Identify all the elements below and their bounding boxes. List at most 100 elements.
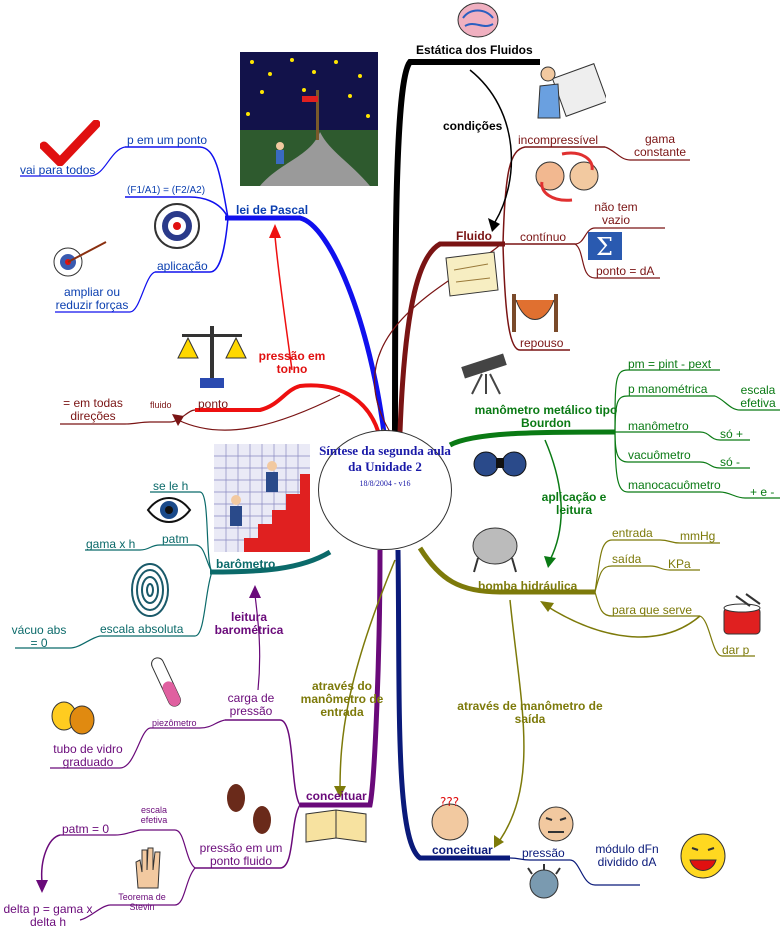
mmhg-label: mmHg <box>680 529 716 543</box>
people-arguing-icon <box>535 151 599 202</box>
vacuo-abs-label: vácuo abs = 0 <box>11 623 67 650</box>
fluido-small-label: fluido <box>150 400 172 410</box>
branch-conceituar-right <box>395 549 510 861</box>
map-icon <box>445 251 499 297</box>
gama-constante-label: gama constante <box>633 132 687 159</box>
ponto-da-label: ponto = dA <box>596 264 655 278</box>
central-topic[interactable]: Síntese da segunda aula da Unidade 2 18/… <box>318 430 452 550</box>
open-book-icon <box>305 809 367 843</box>
fluido-title[interactable]: Fluido <box>456 229 492 243</box>
central-date: 18/8/2004 - v16 <box>359 479 411 488</box>
pressure-ball-icon <box>527 864 561 899</box>
checkmark-icon <box>40 120 100 166</box>
cooking-pot-icon <box>723 593 761 635</box>
entrada-label: entrada <box>612 526 653 540</box>
dar-p-label: dar p <box>722 643 750 657</box>
condicoes-label: condições <box>443 119 503 133</box>
para-que-serve-label: para que serve <box>612 603 693 617</box>
sigma-icon: Σ <box>588 232 622 260</box>
aplicacao-label: aplicação <box>157 259 208 273</box>
pressao-em-torno-title[interactable]: pressão em torno <box>258 349 326 376</box>
engineer-icon <box>537 63 606 119</box>
gama-x-h-label: gama x h <box>86 537 136 551</box>
incompressivel-label: incompressível <box>518 133 599 147</box>
kpa-label: KPa <box>668 557 691 571</box>
target-icon <box>154 203 200 249</box>
pascal-title[interactable]: lei de Pascal <box>236 203 309 217</box>
estatica-title[interactable]: Estática dos Fluidos <box>416 43 533 57</box>
stairs-chart-icon <box>214 444 310 552</box>
fingerprint-icon <box>131 563 169 617</box>
pressao-label: pressão <box>522 846 565 860</box>
manometro-title[interactable]: manômetro metálico tipo Bourdon <box>474 403 618 430</box>
branch-manometro <box>448 429 616 448</box>
aplicacao-e-leitura-label: aplicação e leitura <box>541 490 607 517</box>
night-road-icon <box>240 52 378 186</box>
ponto-label: ponto <box>198 397 229 411</box>
angry-face-icon <box>538 806 574 842</box>
ampliar-label: ampliar ou reduzir forças <box>55 285 129 312</box>
pressao-em-um-ponto-label: pressão em um ponto fluido <box>199 841 283 868</box>
scales-icon <box>177 326 247 388</box>
em-todas-direcoes-label: = em todas direções <box>63 396 123 423</box>
hammock-icon <box>512 294 558 332</box>
branch-bomba <box>417 546 595 595</box>
p-em-um-ponto-label: p em um ponto <box>127 133 208 147</box>
atraves-entrada-label: através do manômetro de entrada <box>300 679 384 719</box>
branch-conceituar-left <box>300 549 383 808</box>
teorema-stevin-label: Teorema de Stevin <box>118 892 166 912</box>
carga-de-pressao-label: carga de pressão <box>227 691 275 718</box>
so-mais-label: só + <box>720 427 744 441</box>
footprints-icon <box>227 784 271 834</box>
repouso-label: repouso <box>520 336 564 350</box>
pm-label: pm = pint - pext <box>628 357 712 371</box>
escala-efetiva-label: escala efetiva <box>740 383 776 410</box>
modulo-dfn-label: módulo dFn dividido dA <box>595 842 659 869</box>
escala-efetiva-small-label: escala efetiva <box>140 805 168 825</box>
laughing-face-icon <box>680 833 726 879</box>
saida-label: saída <box>612 552 642 566</box>
bomba-title[interactable]: bomba hidráulica <box>478 579 578 593</box>
branch-pascal <box>225 215 388 441</box>
se-le-h-label: se le h <box>153 479 189 493</box>
brain-icon <box>457 2 499 38</box>
vai-para-todos-label: vai para todos <box>20 163 96 177</box>
patm-zero-label: patm = 0 <box>62 822 110 836</box>
eye-icon <box>146 497 192 523</box>
telescope-icon <box>461 353 507 395</box>
tubo-de-vidro-label: tubo de vidro graduado <box>53 742 123 769</box>
test-tube-icon <box>151 657 181 707</box>
conceituar-right-title[interactable]: conceituar <box>432 843 493 857</box>
formula-label: (F1/A1) = (F2/A2) <box>127 185 206 196</box>
escala-absoluta-label: escala absoluta <box>100 622 184 636</box>
patm-label: patm <box>162 532 189 546</box>
confused-face-icon: ??? <box>431 795 469 841</box>
continuo-label: contínuo <box>520 230 567 244</box>
branch-barometro <box>209 549 332 575</box>
leitura-barometrica-label: leitura barométrica <box>214 610 284 637</box>
mais-e-menos-label: + e - <box>750 485 775 499</box>
atraves-saida-label: através de manômetro de saída <box>457 699 603 726</box>
svg-text:???: ??? <box>440 795 459 809</box>
branch-pressao-torno <box>195 383 384 449</box>
svg-text:Σ: Σ <box>596 233 613 260</box>
manometro-label: manômetro <box>628 419 689 433</box>
rock-figure-icon <box>472 527 518 573</box>
delta-p-label: delta p = gama x delta h <box>3 902 93 929</box>
branch-fluido <box>397 241 505 433</box>
so-menos-label: só - <box>720 455 741 469</box>
nao-tem-vazio-label: não tem vazio <box>594 200 638 227</box>
theater-masks-icon <box>51 701 95 735</box>
central-title: Síntese da segunda aula da Unidade 2 <box>319 443 451 474</box>
barometro-title[interactable]: barômetro <box>216 557 276 571</box>
p-manometrica-label: p manométrica <box>628 382 708 396</box>
conceituar-left-title[interactable]: conceituar <box>306 789 367 803</box>
manocacuometro-label: manocacuômetro <box>628 478 721 492</box>
branch-estatica <box>392 59 540 436</box>
binoculars-icon <box>473 451 527 477</box>
vacuometro-label: vacuômetro <box>628 448 691 462</box>
target-arrow-icon <box>53 241 107 277</box>
hand-icon <box>135 847 161 889</box>
piezometro-label: piezômetro <box>152 718 197 728</box>
